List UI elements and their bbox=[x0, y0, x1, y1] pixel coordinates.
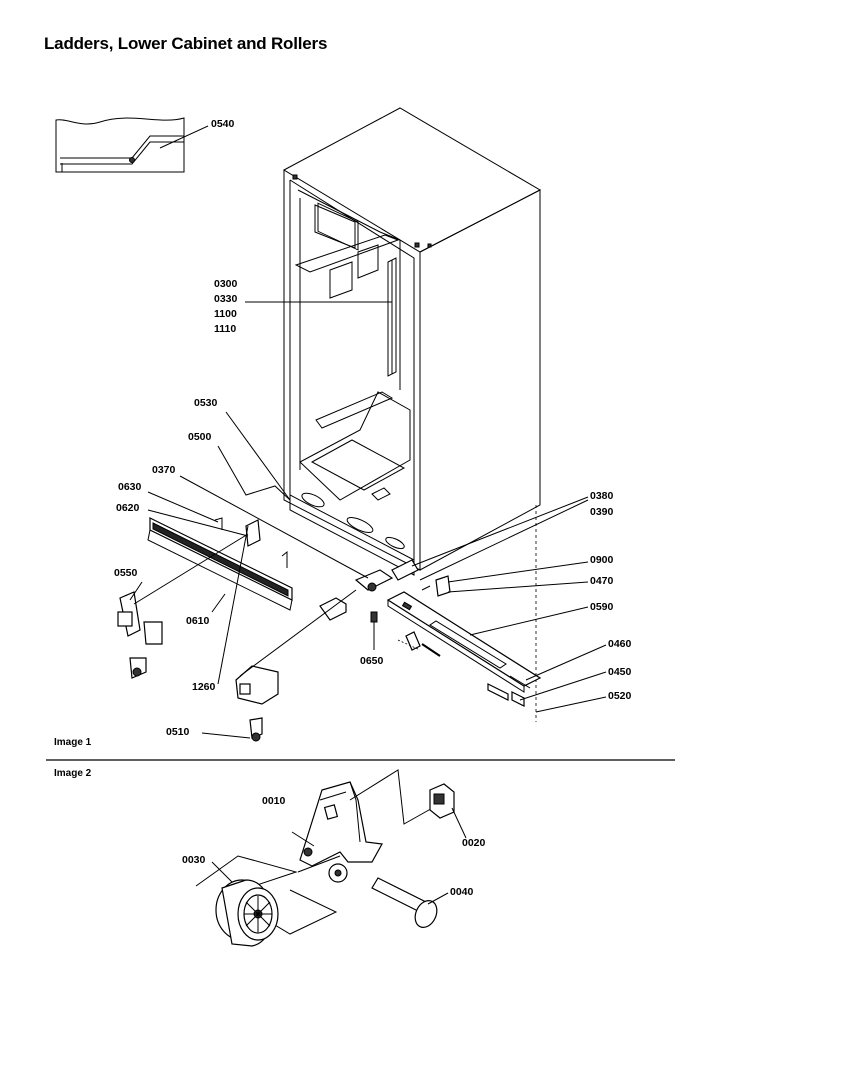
callout-0300: 0300 bbox=[214, 278, 238, 290]
callout-0450: 0450 bbox=[608, 666, 632, 678]
page-title: Ladders, Lower Cabinet and Rollers bbox=[44, 34, 328, 53]
roller-assembly bbox=[195, 769, 467, 947]
callout-0510: 0510 bbox=[166, 726, 190, 738]
left-leg-parts bbox=[117, 517, 288, 742]
callout-0030: 0030 bbox=[182, 854, 206, 866]
callout-0010: 0010 bbox=[262, 795, 286, 807]
right-rail-parts bbox=[319, 559, 542, 707]
callout-0550: 0550 bbox=[114, 567, 138, 579]
callout-1100: 1100 bbox=[214, 308, 237, 320]
callout-0460: 0460 bbox=[608, 638, 632, 650]
callout-0610: 0610 bbox=[186, 615, 210, 627]
callout-0620: 0620 bbox=[116, 502, 140, 514]
grille-0610 bbox=[147, 517, 293, 611]
callout-0380: 0380 bbox=[590, 490, 614, 502]
callout-0520: 0520 bbox=[608, 690, 632, 702]
callout-0330: 0330 bbox=[214, 293, 238, 305]
callout-0590: 0590 bbox=[590, 601, 614, 613]
image1-label: Image 1 bbox=[54, 737, 92, 748]
callout-1260: 1260 bbox=[192, 681, 216, 693]
callout-0900: 0900 bbox=[590, 554, 614, 566]
callout-0650: 0650 bbox=[360, 655, 384, 667]
section-divider: Image 1 Image 2 bbox=[46, 737, 675, 779]
callout-0370: 0370 bbox=[152, 464, 176, 476]
callout-0630: 0630 bbox=[118, 481, 142, 493]
callouts-image2: 0010 0020 0030 0040 bbox=[182, 795, 486, 898]
callout-0390: 0390 bbox=[590, 506, 614, 518]
callout-0540: 0540 bbox=[211, 118, 235, 130]
callout-0500: 0500 bbox=[188, 431, 212, 443]
callouts-image1: 0300 0330 1100 1110 0530 0500 0370 0630 … bbox=[114, 278, 632, 738]
inset-detail-0540: 0540 bbox=[55, 117, 235, 173]
callout-0470: 0470 bbox=[590, 575, 614, 587]
image2-label: Image 2 bbox=[54, 768, 92, 779]
callout-1110: 1110 bbox=[214, 323, 236, 335]
callout-0040: 0040 bbox=[450, 886, 474, 898]
callout-0530: 0530 bbox=[194, 397, 218, 409]
callout-0020: 0020 bbox=[462, 837, 486, 849]
leader-lines-image1 bbox=[129, 301, 607, 739]
refrigerator-cabinet bbox=[282, 107, 542, 722]
